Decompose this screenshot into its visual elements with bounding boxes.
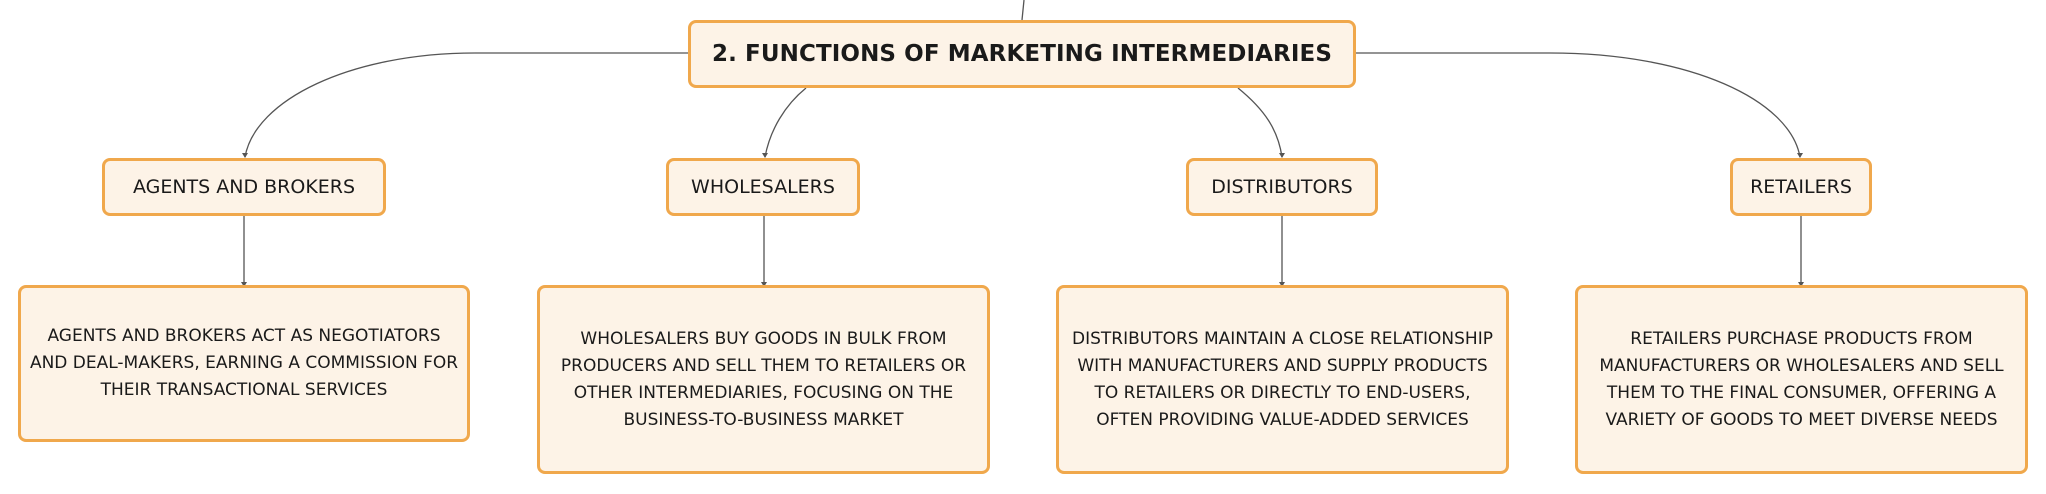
connector-from-parent xyxy=(1021,0,1025,21)
connector-root-to-distributors xyxy=(1237,87,1283,158)
category-label: RETAILERS xyxy=(1750,176,1852,198)
category-label: DISTRIBUTORS xyxy=(1211,176,1353,198)
connector-root-to-agents-and-brokers xyxy=(244,52,688,158)
category-label: AGENTS AND BROKERS xyxy=(132,176,356,198)
category-node-agents-and-brokers[interactable]: AGENTS AND BROKERS xyxy=(102,158,386,216)
connector-root-to-wholesalers xyxy=(764,87,807,158)
description-text: DISTRIBUTORS MAINTAIN A CLOSE RELATIONSH… xyxy=(1072,328,1493,430)
description-node-wholesalers[interactable]: WHOLESALERS BUY GOODS IN BULK FROM PRODU… xyxy=(537,285,990,474)
description-text: AGENTS AND BROKERS ACT AS NEGOTIATORS AN… xyxy=(29,326,459,400)
category-node-distributors[interactable]: DISTRIBUTORS xyxy=(1186,158,1378,216)
category-node-wholesalers[interactable]: WHOLESALERS xyxy=(666,158,860,216)
description-node-retailers[interactable]: RETAILERS PURCHASE PRODUCTS FROM MANUFAC… xyxy=(1575,285,2028,474)
category-node-retailers[interactable]: RETAILERS xyxy=(1730,158,1872,216)
description-node-distributors[interactable]: DISTRIBUTORS MAINTAIN A CLOSE RELATIONSH… xyxy=(1056,285,1509,474)
root-node-title: 2. FUNCTIONS OF MARKETING INTERMEDIARIES xyxy=(712,41,1332,67)
root-node[interactable]: 2. FUNCTIONS OF MARKETING INTERMEDIARIES xyxy=(688,20,1356,88)
description-node-agents-and-brokers[interactable]: AGENTS AND BROKERS ACT AS NEGOTIATORS AN… xyxy=(18,285,470,442)
description-text: RETAILERS PURCHASE PRODUCTS FROM MANUFAC… xyxy=(1599,328,2004,430)
category-label: WHOLESALERS xyxy=(691,176,835,198)
connector-root-to-retailers xyxy=(1356,52,1801,158)
description-text: WHOLESALERS BUY GOODS IN BULK FROM PRODU… xyxy=(560,328,967,430)
